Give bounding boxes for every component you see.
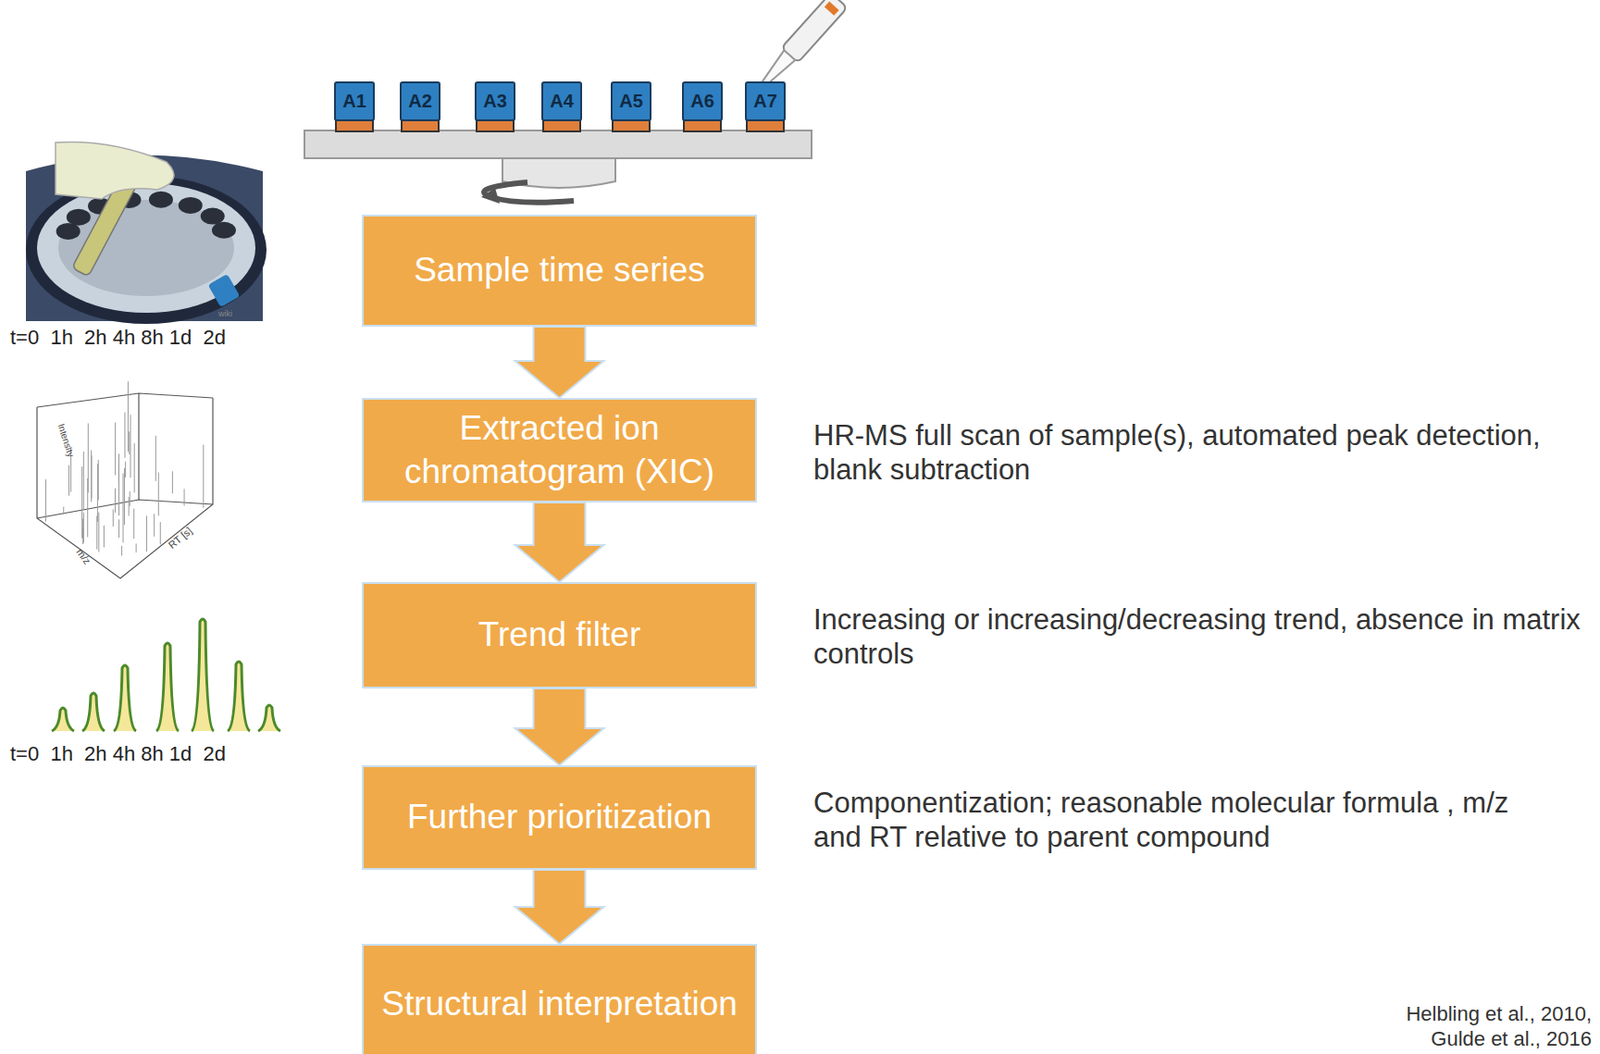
step-note: HR-MS full scan of sample(s), automated …: [813, 418, 1554, 487]
watermark: wiki: [218, 309, 256, 320]
sample-label: A6: [690, 90, 715, 112]
sample-label: A1: [342, 90, 367, 112]
step-note: Increasing or increasing/decreasing tren…: [813, 602, 1596, 671]
axis-label: m/z: [67, 537, 100, 575]
centrifuge-picture: [25, 141, 267, 324]
flow-arrow: [515, 869, 605, 944]
sample-label: A4: [549, 90, 574, 112]
citation: Helbling et al., 2010,: [1314, 1002, 1592, 1027]
flow-arrow: [515, 688, 605, 766]
axis-label: RT [s]: [159, 518, 203, 558]
time-axis-label: t=0 1h 2h 4h 8h 1d 2d: [10, 325, 298, 350]
axis-label: Intensity: [47, 398, 84, 482]
step-label: Trend filter: [478, 613, 641, 657]
rotation-arrowhead: [481, 187, 500, 204]
process-box: Extracted ion chromatogram (XIC): [361, 397, 757, 503]
sample-label: A2: [408, 90, 433, 112]
step-label: Structural interpretation: [381, 982, 738, 1026]
vial-cap: A6: [682, 81, 723, 122]
sample-label: A3: [483, 90, 508, 112]
step-label: Further prioritization: [407, 795, 712, 839]
sample-label: A7: [753, 90, 778, 112]
process-box: Further prioritization: [361, 765, 757, 870]
flow-arrow: [515, 326, 605, 398]
process-box: Trend filter: [361, 582, 757, 689]
citation: Gulde et al., 2016: [1314, 1027, 1592, 1052]
vial-cap: A3: [474, 81, 516, 122]
time-axis-label: t=0 1h 2h 4h 8h 1d 2d: [10, 742, 298, 767]
vial-cap: A5: [610, 81, 652, 122]
step-label: Extracted ion chromatogram (XIC): [374, 407, 745, 494]
vial-cap: A4: [541, 81, 583, 122]
step-label: Sample time series: [413, 248, 706, 292]
vial-cap: A1: [334, 81, 375, 122]
flow-arrow: [515, 502, 605, 583]
sample-label: A5: [619, 90, 644, 112]
process-box: Structural interpretation: [361, 943, 757, 1054]
mass-spectrum-3d-plot: [37, 381, 213, 579]
step-note: Componentization; reasonable molecular f…: [813, 785, 1554, 855]
vial-cap: A7: [744, 81, 786, 122]
rack-plate: [304, 130, 812, 159]
vial-cap: A2: [399, 81, 441, 122]
chromatogram-peaks: [51, 619, 281, 732]
process-box: Sample time series: [361, 214, 757, 327]
